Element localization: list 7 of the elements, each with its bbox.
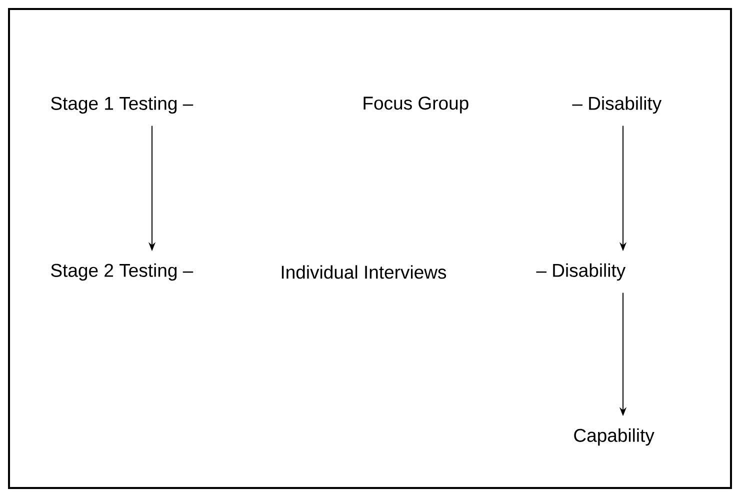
stage-label: – Disability [572, 96, 662, 114]
stage-label: Focus Group [364, 96, 468, 114]
stage-label: – Disability [536, 263, 626, 281]
stage-label: Individual Interviews [282, 265, 446, 279]
stage-label: Stage 1 Testing – [51, 96, 194, 114]
stage-label: Stage 2 Testing – [51, 263, 194, 281]
stage-label: Capability [574, 428, 654, 446]
